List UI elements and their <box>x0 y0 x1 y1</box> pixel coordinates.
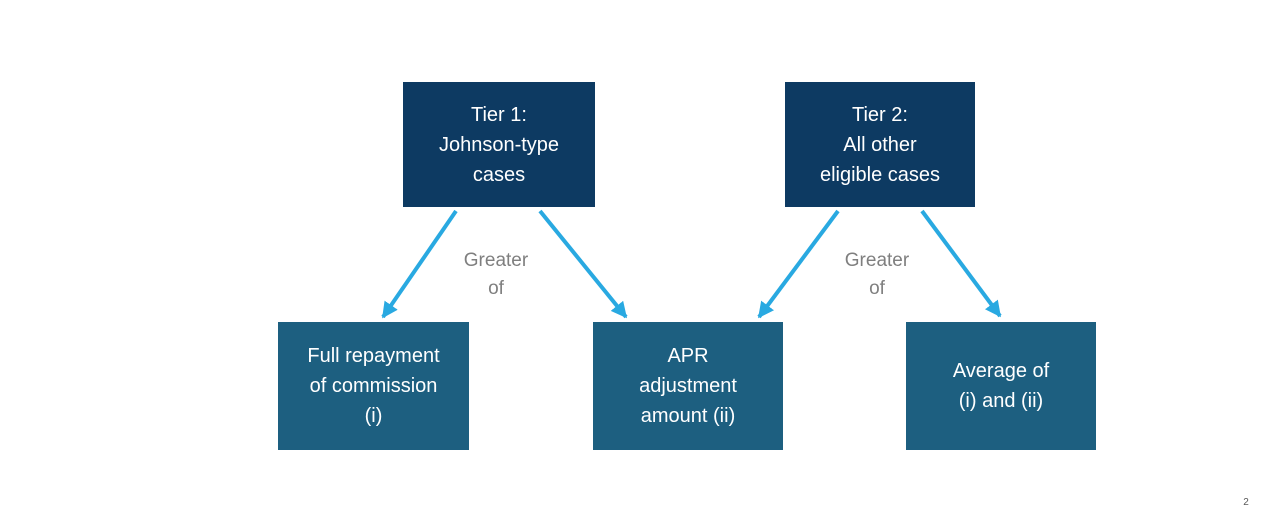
average-box: Average of (i) and (ii) <box>906 322 1096 450</box>
page-number: 2 <box>1243 497 1249 508</box>
greater-of-label-tier1: Greater of <box>463 250 529 299</box>
greater-of-label-tier2: Greater of <box>844 250 910 299</box>
arrow-tier2-to-average <box>920 209 1002 318</box>
average-box-label: Average of (i) and (ii) <box>952 360 1050 412</box>
apr-adjustment-box-label: APR adjustment amount (ii) <box>639 345 737 427</box>
tier2-box: Tier 2: All other eligible cases <box>785 82 975 207</box>
tier1-box-label: Tier 1: Johnson-type cases <box>438 103 560 186</box>
tier1-box: Tier 1: Johnson-type cases <box>403 82 595 207</box>
tier2-box-label: Tier 2: All other eligible cases <box>819 103 941 186</box>
full-repayment-box-label: Full repayment of commission (i) <box>307 345 440 427</box>
full-repayment-box: Full repayment of commission (i) <box>278 322 469 450</box>
apr-adjustment-box: APR adjustment amount (ii) <box>593 322 783 450</box>
arrow-tier1-to-apr-adjustment <box>538 209 628 319</box>
